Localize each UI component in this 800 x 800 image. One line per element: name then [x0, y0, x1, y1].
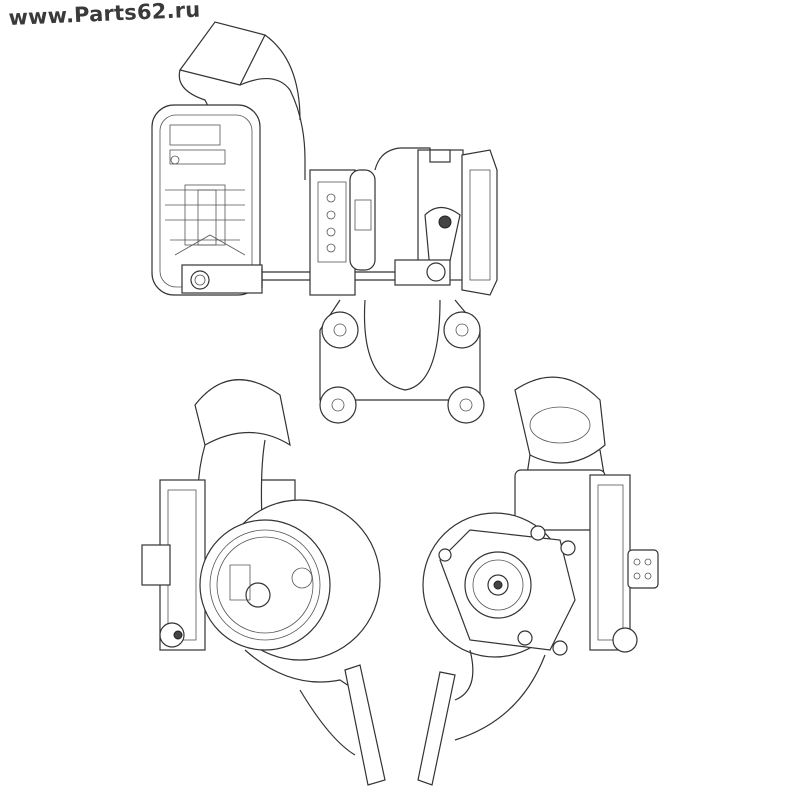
- top-view: [151, 21, 498, 424]
- right-view: [417, 376, 659, 786]
- left-view: [141, 379, 386, 786]
